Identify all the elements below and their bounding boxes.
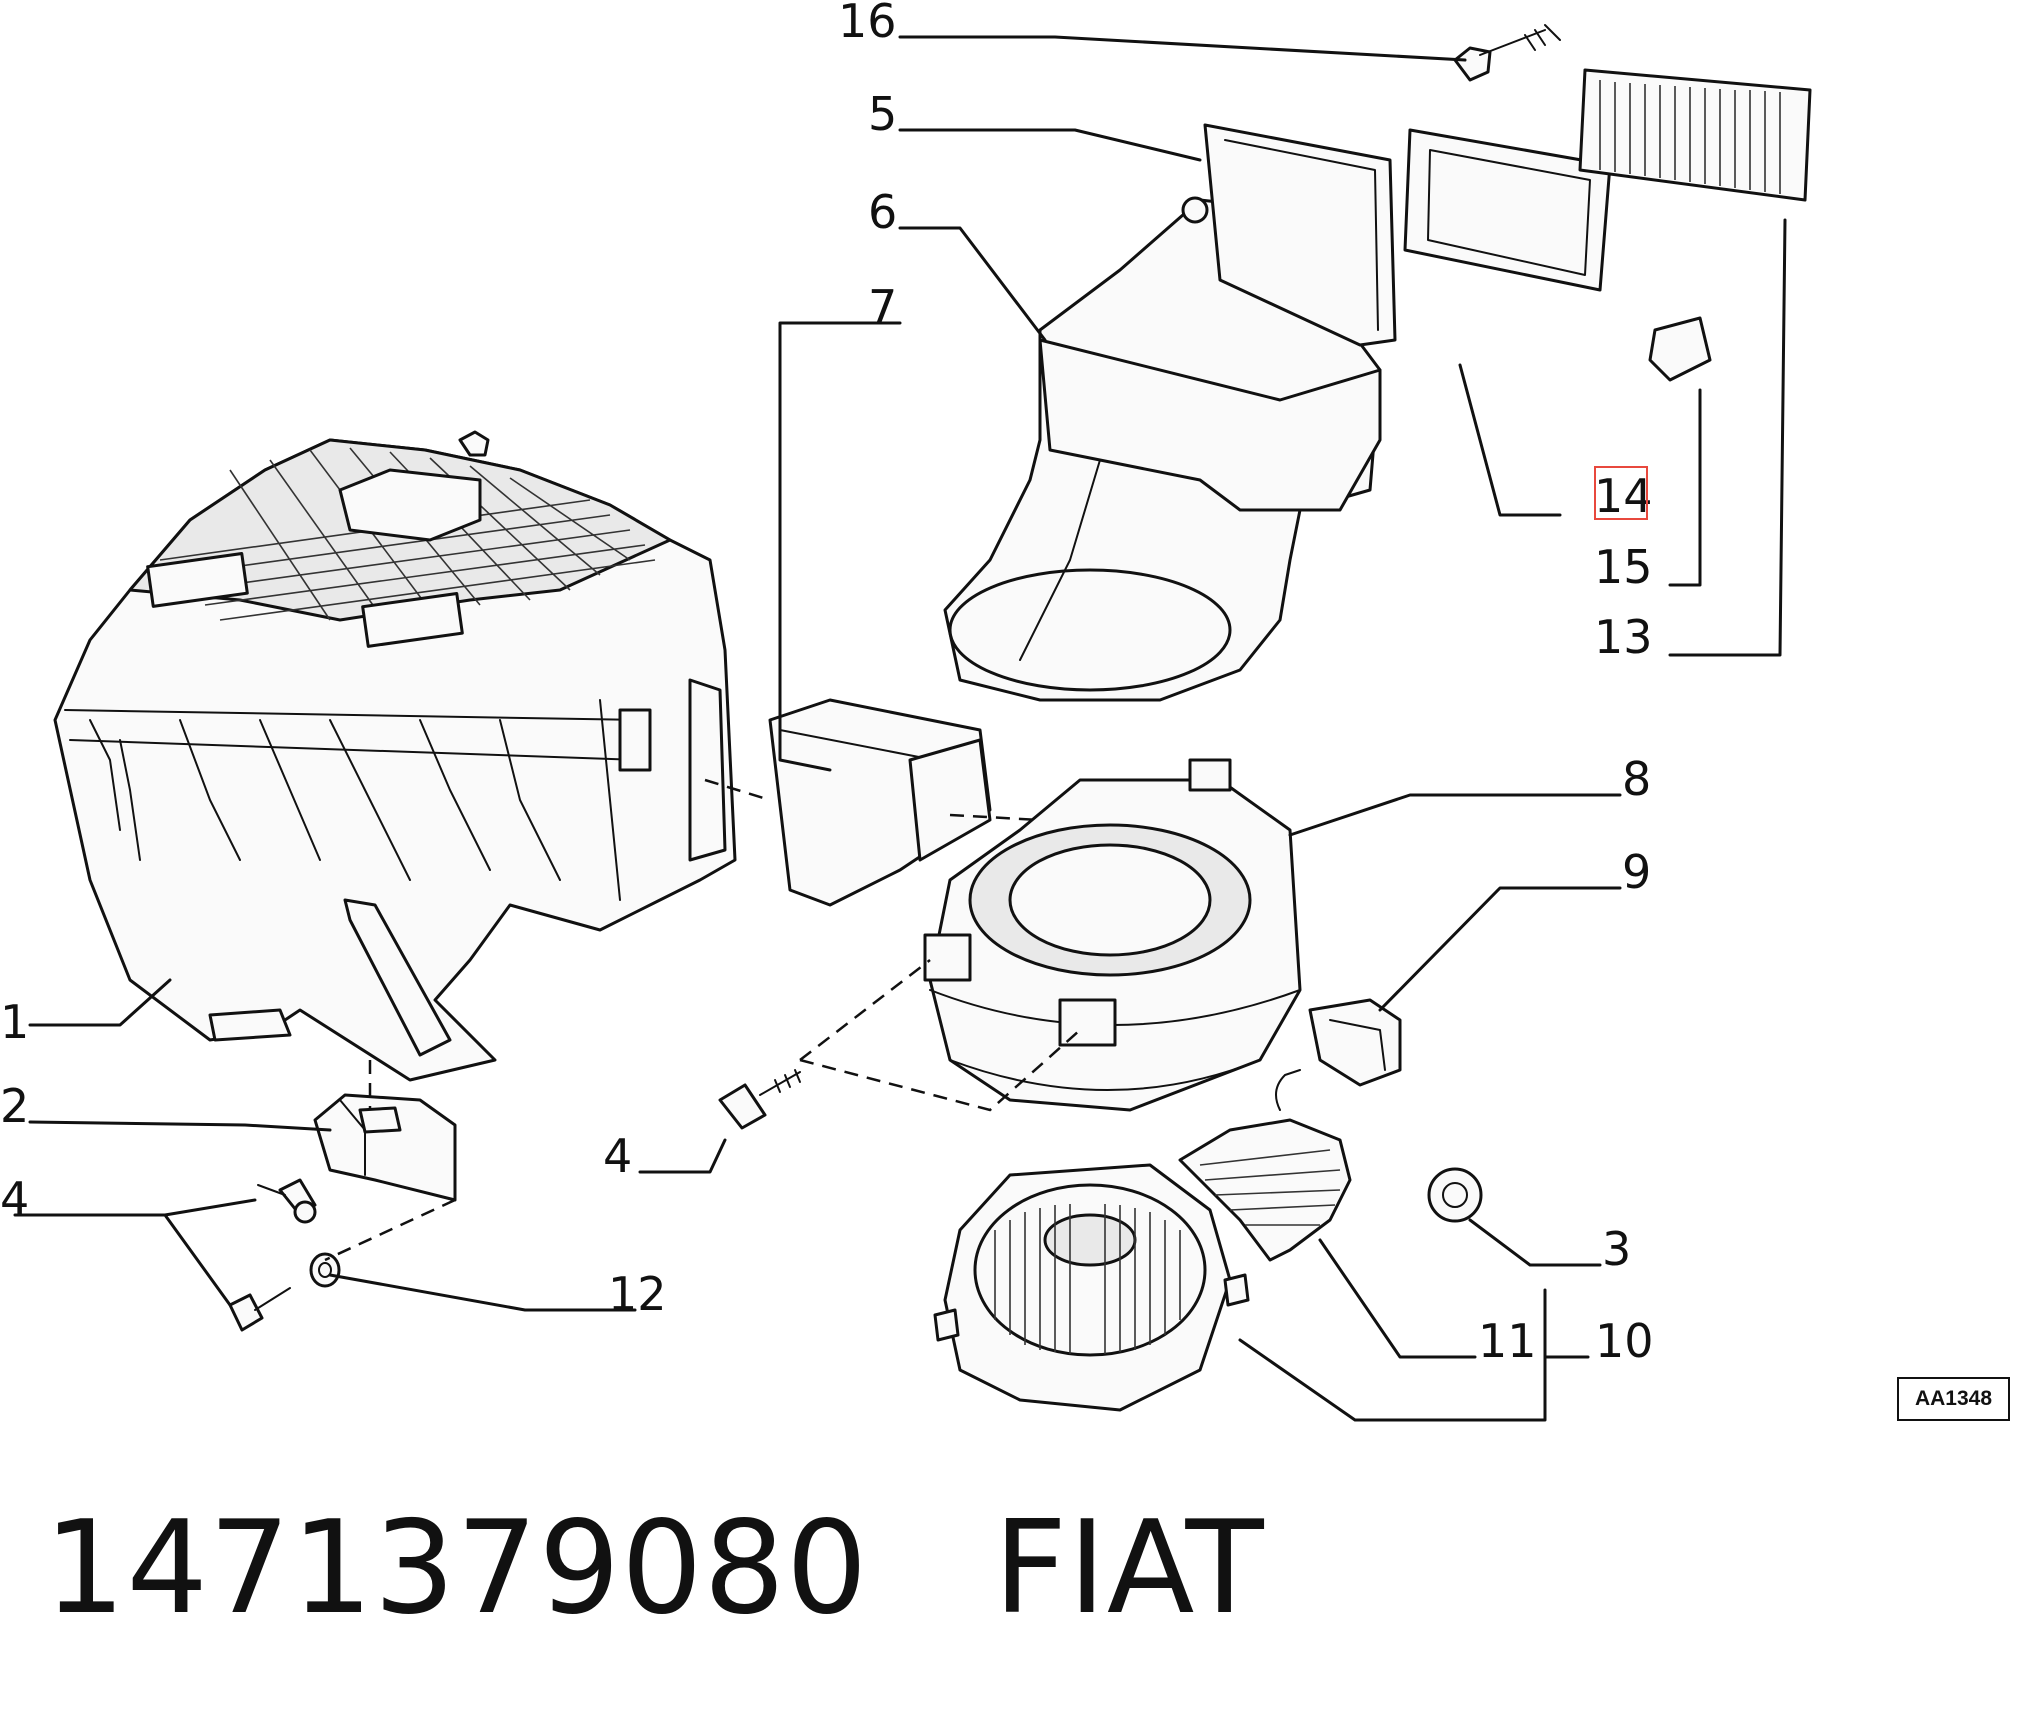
part-number-caption: 1471379080 FIAT (44, 1505, 1265, 1633)
callout-14: 14 (1594, 469, 1653, 523)
callout-12: 12 (608, 1267, 667, 1321)
callout-1: 1 (0, 995, 29, 1049)
nut-part (1427, 1167, 1483, 1223)
callout-7: 7 (868, 280, 897, 334)
resistor-bracket-part (1308, 998, 1402, 1087)
blower-motor-fan-part (933, 1163, 1250, 1412)
blower-housing-part (923, 758, 1302, 1112)
leader-lines (13, 35, 1787, 1422)
screw-part (257, 1178, 317, 1224)
callout-4-center: 4 (603, 1129, 632, 1183)
caption-spacer (868, 1494, 993, 1643)
screw-part (718, 1069, 801, 1130)
callout-6: 6 (868, 185, 897, 239)
callout-9: 9 (1622, 845, 1651, 899)
washer-part (309, 1252, 341, 1288)
callout-labels: 1 2 4 12 4 16 5 6 7 8 9 3 11 10 14 15 13 (0, 0, 1654, 1368)
cabin-filter-parts (1403, 24, 1812, 382)
callout-15: 15 (1594, 540, 1653, 594)
callout-5: 5 (868, 87, 897, 141)
callout-16: 16 (838, 0, 897, 48)
callout-2: 2 (0, 1079, 29, 1133)
callout-8: 8 (1622, 752, 1651, 806)
adapter-duct-part (768, 698, 992, 907)
callout-10: 10 (1595, 1314, 1654, 1368)
drawing-code-text: AA1348 (1914, 1387, 1993, 1410)
air-intake-duct-part (943, 123, 1397, 702)
callout-11: 11 (1478, 1314, 1537, 1368)
drawing-code-label: AA1348 (1897, 1377, 2010, 1421)
screw-part (228, 1287, 291, 1332)
heater-housing-part (53, 430, 737, 1082)
brand-name: FIAT (993, 1494, 1265, 1643)
callout-4-left: 4 (0, 1172, 29, 1226)
highlighted-part-marker[interactable] (1594, 466, 1648, 520)
support-bracket-part (313, 1093, 457, 1202)
callout-13: 13 (1594, 610, 1653, 664)
part-number: 1471379080 (44, 1494, 869, 1643)
callout-3: 3 (1602, 1222, 1631, 1276)
resistor-board-part (1178, 1069, 1352, 1262)
